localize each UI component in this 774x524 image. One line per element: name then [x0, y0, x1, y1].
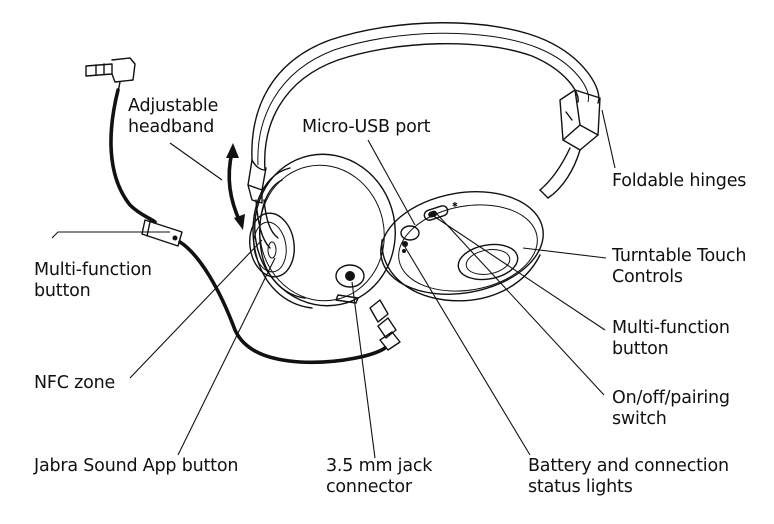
micro-usb-port-label: Micro-USB port — [302, 117, 431, 137]
adjust-arrow-icon — [226, 143, 245, 230]
multi-function-right-line1: Multi-function — [612, 318, 730, 338]
switch-line1: On/off/pairing — [612, 388, 730, 408]
on-off-pairing-switch-label: On/off/pairing switch — [612, 388, 730, 430]
headband — [247, 22, 601, 249]
turntable-touch-controls-label: Turntable Touch Controls — [612, 246, 746, 288]
jack-connector-label: 3.5 mm jack connector — [326, 456, 432, 498]
jack-line1: 3.5 mm jack — [326, 456, 433, 476]
turntable-line2: Controls — [612, 267, 683, 287]
svg-text:✱: ✱ — [452, 201, 458, 209]
battery-line1: Battery and connection — [528, 456, 729, 476]
adjustable-headband-label: Adjustable headband — [128, 96, 218, 138]
multi-function-left-line1: Multi-function — [34, 260, 152, 280]
right-ear-cup: ✱ — [380, 191, 544, 302]
multi-function-right-line2: button — [612, 339, 669, 359]
leader-lines — [51, 109, 616, 459]
battery-line2: status lights — [528, 477, 633, 497]
adjustable-headband-line2: headband — [128, 117, 215, 137]
foldable-hinges-label: Foldable hinges — [612, 171, 747, 191]
switch-line2: switch — [612, 409, 667, 429]
turntable-line1: Turntable Touch — [612, 246, 747, 266]
multi-function-button-right-label: Multi-function button — [612, 318, 730, 360]
audio-cable — [85, 57, 401, 365]
multi-function-button-left-label: Multi-function button — [34, 260, 152, 302]
adjustable-headband-line1: Adjustable — [128, 96, 219, 116]
multi-function-left-line2: button — [34, 281, 91, 301]
battery-status-lights-label: Battery and connection status lights — [528, 456, 729, 498]
nfc-zone-label: NFC zone — [34, 373, 116, 393]
left-ear-cup — [249, 153, 396, 309]
jack-line2: connector — [326, 477, 412, 497]
jabra-sound-app-button-label: Jabra Sound App button — [34, 456, 239, 476]
